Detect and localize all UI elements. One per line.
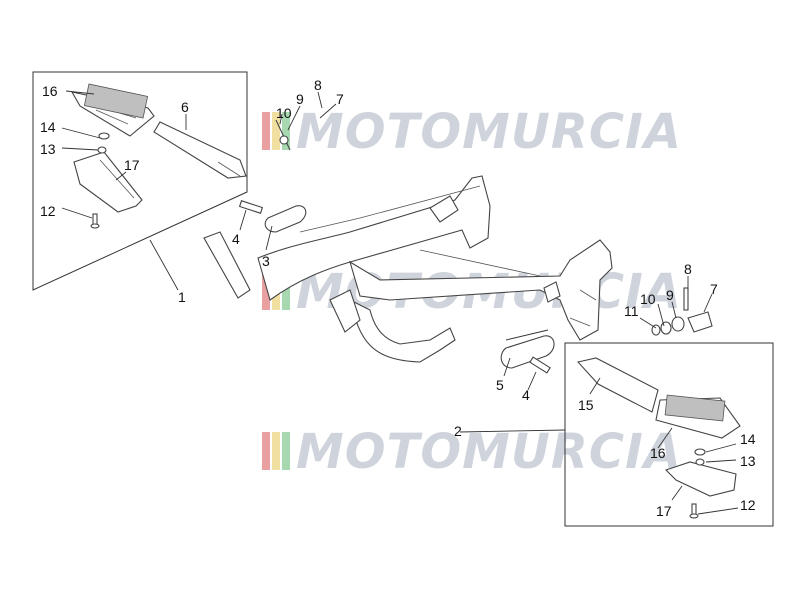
callout-17-left: 17	[124, 157, 140, 173]
callout-4-left: 4	[232, 231, 240, 247]
watermark-text: MOTOMURCIA	[296, 104, 682, 160]
callout-11: 11	[624, 303, 639, 319]
callout-16-right: 16	[650, 445, 666, 461]
leader-lines	[61, 90, 739, 515]
callout-12-right: 12	[740, 497, 756, 513]
callout-14-right: 14	[740, 431, 756, 447]
watermark-top: MOTOMURCIA	[262, 104, 682, 160]
callout-9-left: 9	[296, 91, 304, 107]
part-footpeg-guard-right	[664, 461, 737, 497]
callout-10-left: 10	[276, 105, 292, 121]
callout-15: 15	[578, 397, 594, 413]
watermark-text: MOTOMURCIA	[296, 424, 682, 480]
callout-6: 6	[181, 99, 189, 115]
part-plate-left	[238, 200, 307, 233]
callout-16-left: 16	[42, 83, 58, 99]
callout-10-right: 10	[640, 291, 656, 307]
watermark-bottom: MOTOMURCIA	[262, 424, 682, 480]
part-screw-right	[689, 503, 699, 519]
watermark-stripe-green	[282, 272, 290, 310]
callout-1: 1	[178, 289, 186, 305]
callout-5: 5	[496, 377, 504, 393]
watermark-stripe-green	[282, 432, 290, 470]
part-pin-left	[275, 119, 291, 151]
watermark-stripe-red	[262, 272, 270, 310]
callout-17-right: 17	[656, 503, 672, 519]
callout-7-right: 7	[710, 281, 718, 297]
inset-box-left	[32, 71, 248, 291]
callout-4-right: 4	[522, 387, 530, 403]
callout-13-right: 13	[740, 453, 756, 469]
watermark-stripe-red	[262, 432, 270, 470]
part-washer-left	[97, 132, 110, 154]
watermark-stripe-yellow	[272, 112, 280, 150]
callout-12-left: 12	[40, 203, 56, 219]
watermark-stripe-yellow	[272, 432, 280, 470]
part-screw-left	[90, 213, 100, 229]
part-footpeg-bar-left	[153, 121, 247, 179]
callout-14-left: 14	[40, 119, 56, 135]
callout-2: 2	[454, 423, 462, 439]
watermark-stripe-green	[282, 112, 290, 150]
footrest-frame	[257, 175, 613, 363]
part-footpeg-rubber-right	[655, 394, 741, 439]
part-bracket-left	[203, 231, 251, 299]
watermark-stripe-red	[262, 112, 270, 150]
part-footpeg-rubber-left	[70, 83, 155, 137]
part-plate-right	[500, 335, 555, 374]
leader-2	[459, 429, 566, 433]
part-footpeg-bar-right	[576, 357, 659, 413]
callout-7-left: 7	[336, 91, 344, 107]
part-pin-right	[651, 287, 713, 336]
callout-8-right: 8	[684, 261, 692, 277]
inset-box-right	[564, 342, 774, 527]
callout-8-left: 8	[314, 77, 322, 93]
callout-9-right: 9	[666, 287, 674, 303]
part-washer-right	[694, 448, 706, 466]
callout-3: 3	[262, 253, 270, 269]
callout-13-left: 13	[40, 141, 56, 157]
